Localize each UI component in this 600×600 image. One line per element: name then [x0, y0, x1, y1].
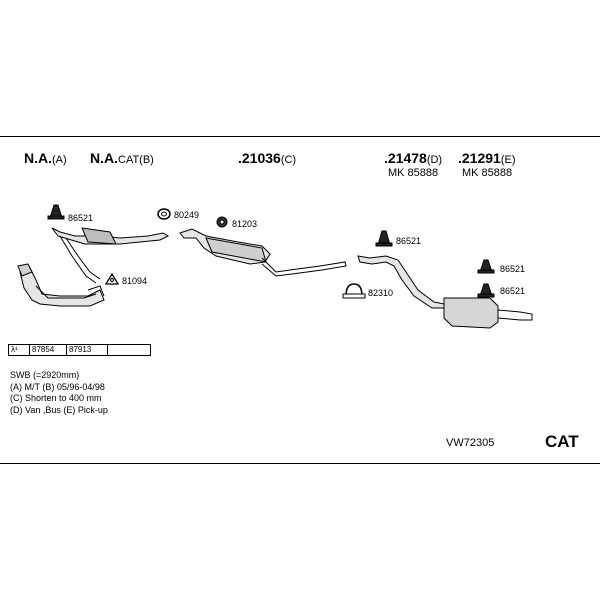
part-label: 86521 [68, 213, 94, 223]
hanger-icon [47, 204, 65, 220]
manifold-downpipe [17, 263, 105, 307]
triangle-gasket-icon [104, 272, 120, 285]
lambda-value: 87913 [67, 345, 108, 355]
gasket-icon [216, 216, 228, 228]
lambda-sensor-row: λ¹ 87854 87913 [8, 344, 151, 356]
notes-block: SWB (=2920mm) (A) M/T (B) 05/96-04/98 (C… [10, 370, 108, 416]
hanger-icon [375, 230, 393, 247]
part-label: 81203 [232, 219, 258, 229]
category-label: CAT [545, 432, 579, 451]
gasket-ring-icon [157, 208, 171, 220]
note-line: (A) M/T (B) 05/96-04/98 [10, 381, 105, 392]
rear-muffler [357, 255, 533, 329]
note-line: SWB (=2920mm) [10, 370, 80, 380]
part-label: 82310 [368, 288, 394, 298]
lambda-symbol: λ¹ [9, 345, 30, 355]
clamp-icon [342, 283, 366, 299]
part-label: 86521 [500, 286, 526, 296]
header-part-c: .21036(C) [238, 150, 297, 166]
front-pipe-catalyst [51, 227, 170, 284]
part-label: 86521 [396, 236, 422, 246]
header-part-a: N.A.(A) [24, 150, 67, 166]
diagram-code: VW72305 [446, 437, 495, 449]
diagram-frame [0, 136, 600, 464]
part-label: 80249 [174, 210, 200, 220]
header-part-d: .21478(D) [384, 150, 443, 166]
header-part-b: N.A.CAT(B) [90, 150, 154, 166]
lambda-value [108, 345, 150, 355]
part-label: 86521 [500, 264, 526, 274]
centre-silencer [179, 228, 347, 277]
part-label: 81094 [122, 276, 148, 286]
hanger-icon [477, 283, 495, 298]
note-line: (C) Shorten to 400 mm [10, 393, 102, 403]
mk-code-e: MK 85888 [462, 167, 513, 179]
lambda-value: 87854 [30, 345, 67, 355]
note-line: (D) Van ,Bus (E) Pick-up [10, 404, 108, 415]
hanger-icon [477, 259, 495, 274]
header-part-e: .21291(E) [458, 150, 516, 166]
mk-code-d: MK 85888 [388, 167, 439, 179]
